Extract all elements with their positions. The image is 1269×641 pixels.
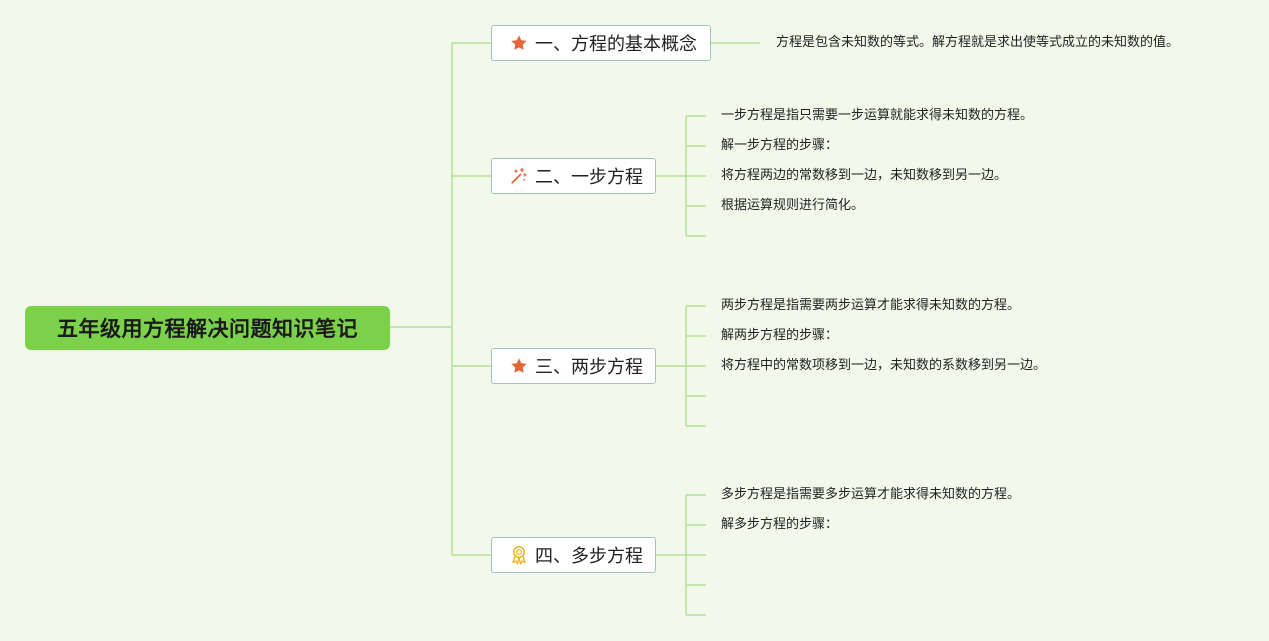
branch-topic-4[interactable]: 四、多步方程 <box>491 537 656 573</box>
branch-topic-4-label: 四、多步方程 <box>535 546 643 567</box>
branch-topic-2-label: 二、一步方程 <box>535 167 643 188</box>
connector-branch-4-leaves <box>686 494 706 616</box>
leaf-2-1[interactable]: 一步方程是指只需要一步运算就能求得未知数的方程。 <box>721 108 1034 123</box>
leaf-1-1[interactable]: 方程是包含未知数的等式。解方程就是求出使等式成立的未知数的值。 <box>776 35 1180 50</box>
branch-topic-1[interactable]: 一、方程的基本概念 <box>491 25 711 61</box>
leaf-3-1[interactable]: 两步方程是指需要两步运算才能求得未知数的方程。 <box>721 298 1021 313</box>
leaf-4-2[interactable]: 解多步方程的步骤： <box>721 517 839 532</box>
branch-topic-3[interactable]: 三、两步方程 <box>491 348 656 384</box>
award-ribbon-icon <box>509 545 529 565</box>
branch-topic-3-label: 三、两步方程 <box>535 357 643 378</box>
branch-topic-2[interactable]: 二、一步方程 <box>491 158 656 194</box>
connector-branch-2-leaves <box>686 115 706 237</box>
magic-wand-icon <box>509 166 529 186</box>
leaf-2-3[interactable]: 将方程两边的常数移到一边，未知数移到另一边。 <box>721 168 1008 183</box>
star-icon <box>509 33 529 53</box>
leaf-3-3[interactable]: 将方程中的常数项移到一边，未知数的系数移到另一边。 <box>721 358 1047 373</box>
star-icon <box>509 356 529 376</box>
leaf-4-1[interactable]: 多步方程是指需要多步运算才能求得未知数的方程。 <box>721 487 1021 502</box>
leaf-3-2[interactable]: 解两步方程的步骤： <box>721 328 839 343</box>
leaf-2-4[interactable]: 根据运算规则进行简化。 <box>721 198 865 213</box>
root-topic[interactable]: 五年级用方程解决问题知识笔记 <box>25 306 390 350</box>
branch-topic-1-label: 一、方程的基本概念 <box>535 34 697 55</box>
root-topic-label: 五年级用方程解决问题知识笔记 <box>57 317 358 341</box>
connector-branch-3-leaves <box>686 305 706 427</box>
leaf-2-2[interactable]: 解一步方程的步骤： <box>721 138 839 153</box>
